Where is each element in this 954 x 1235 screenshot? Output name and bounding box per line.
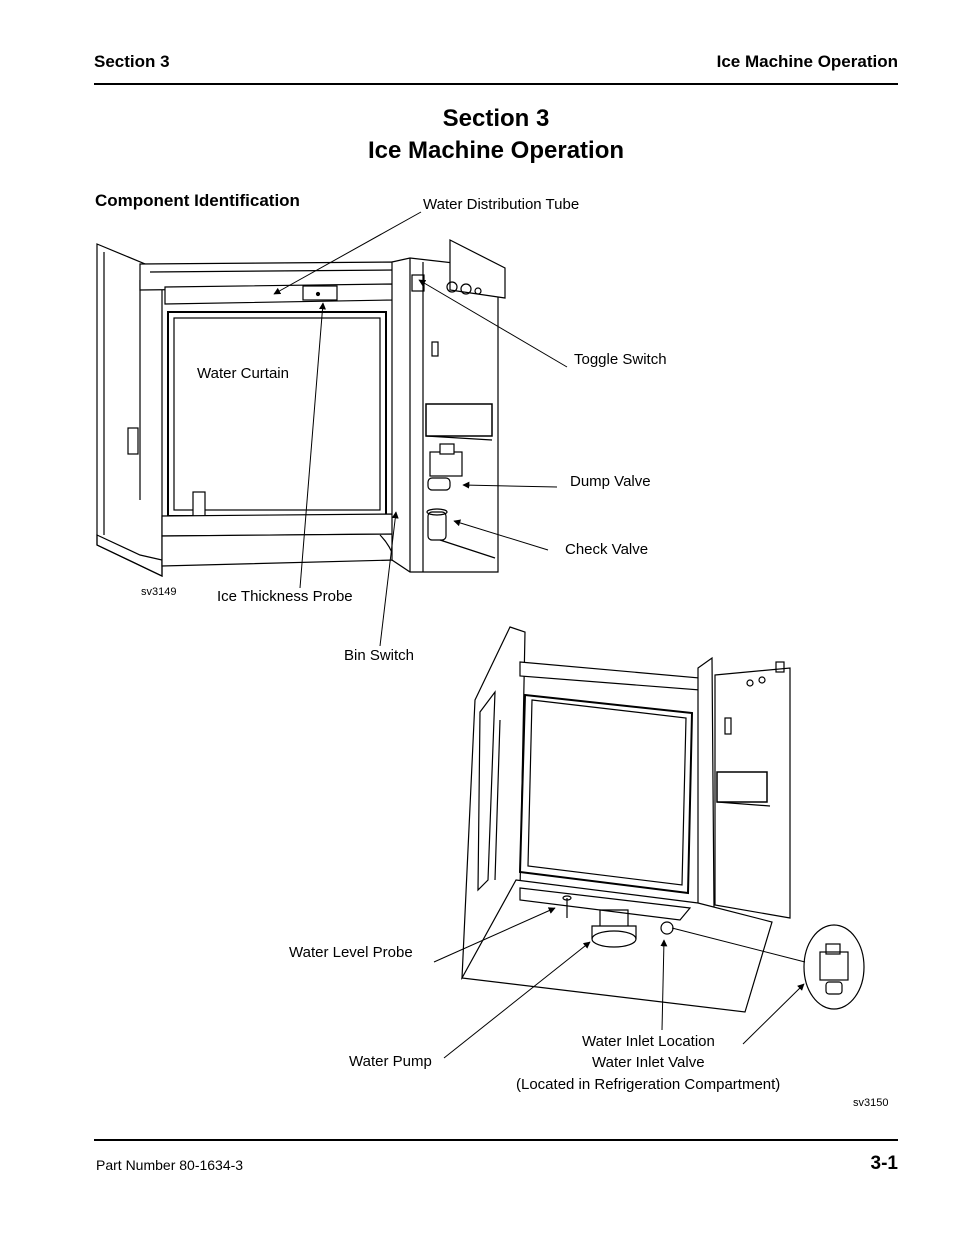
label-check-valve: Check Valve xyxy=(565,541,649,558)
figure2-code: sv3150 xyxy=(853,1097,889,1109)
label-water-curtain: Water Curtain xyxy=(197,365,289,382)
header-rule xyxy=(94,83,898,85)
label-ice-thickness-probe: Ice Thickness Probe xyxy=(217,588,353,605)
section-number-title: Section 3 xyxy=(442,105,550,132)
label-bin-switch: Bin Switch xyxy=(344,647,415,664)
label-water-inlet-location: Water Inlet Location xyxy=(582,1033,715,1050)
section-name-title: Ice Machine Operation xyxy=(367,137,625,164)
component-identification-heading: Component Identification xyxy=(95,191,300,210)
label-water-distribution-tube: Water Distribution Tube xyxy=(423,196,580,213)
label-water-level-probe: Water Level Probe xyxy=(289,944,413,961)
label-toggle-switch: Toggle Switch xyxy=(574,351,667,368)
footer-rule xyxy=(94,1139,898,1141)
label-dump-valve: Dump Valve xyxy=(570,473,651,490)
ice-machine-open-view xyxy=(461,626,865,1013)
label-refrigeration-note: (Located in Refrigeration Compartment) xyxy=(516,1076,781,1093)
label-water-pump: Water Pump xyxy=(349,1053,432,1070)
footer-part-number: Part Number 80-1634-3 xyxy=(96,1157,244,1173)
footer-page-number: 3-1 xyxy=(870,1153,898,1174)
figure1-code: sv3149 xyxy=(141,586,177,598)
running-header-title: Ice Machine Operation xyxy=(716,52,898,71)
label-water-inlet-valve: Water Inlet Valve xyxy=(592,1054,705,1071)
ice-machine-front-view xyxy=(96,239,506,577)
running-header-section: Section 3 xyxy=(94,52,170,71)
